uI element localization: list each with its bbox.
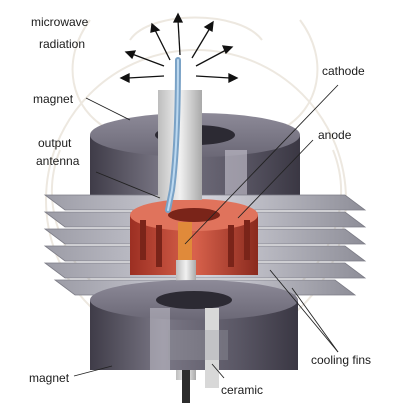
label-cathode: cathode [322,64,365,78]
label-ceramic: ceramic [221,383,263,397]
label-magnet-bottom: magnet [29,371,69,385]
label-magnet-top: magnet [33,92,73,106]
label-output-antenna-line1: output [38,136,71,150]
label-microwave-radiation-line2: radiation [39,37,85,51]
label-microwave-radiation-line1: microwave [31,15,88,29]
label-output-antenna-line2: antenna [36,154,79,168]
antenna-tower [158,60,202,210]
label-cooling-fins: cooling fins [311,353,371,367]
label-anode: anode [318,128,351,142]
